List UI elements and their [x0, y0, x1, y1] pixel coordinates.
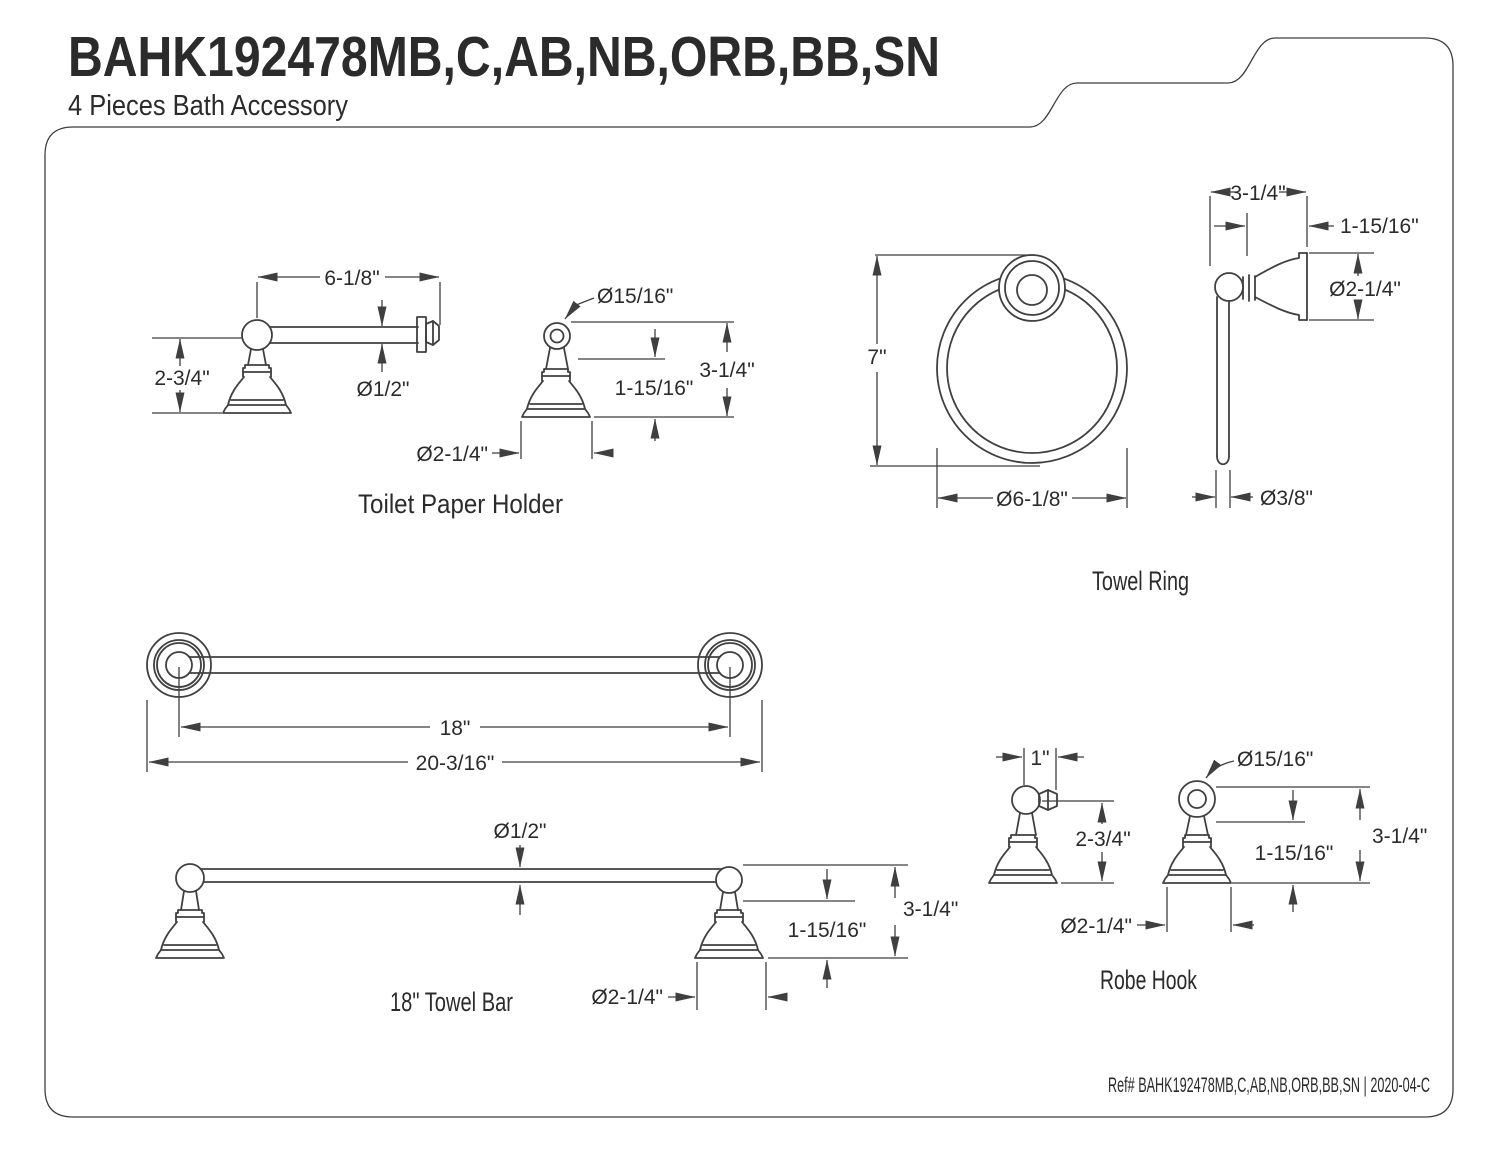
robe-hook-post-mid-dim: 1-15/16"	[1255, 842, 1334, 865]
page-subtitle: 4 Pieces Bath Accessory	[68, 90, 348, 122]
robe-hook-post-height-dim: 3-1/4"	[1372, 825, 1427, 848]
tp-bar-length-dim: 6-1/8"	[324, 267, 379, 290]
towel-bar-top-view: 18" 20-3/16"	[146, 632, 763, 775]
towel-bar-overall-dim: 20-3/16"	[416, 752, 495, 775]
towel-ring-front-view: 7" Ø6-1/8" Towel Ring	[867, 254, 1189, 596]
footer-reference: Ref# BAHK192478MB,C,AB,NB,ORB,BB,SN | 20…	[1108, 1074, 1430, 1097]
robe-hook-front-view: Ø15/16" 3-1/4" 1-15/16" Ø2-1/4" Robe Hoo…	[1060, 748, 1427, 995]
towel-bar-base-dim: Ø2-1/4"	[591, 986, 663, 1009]
toilet-paper-holder-caption: Toilet Paper Holder	[358, 489, 563, 519]
tp-base-diameter-dim: Ø2-1/4"	[416, 443, 488, 466]
towel-bar-post-height-dim: 3-1/4"	[903, 898, 958, 921]
robe-hook-width-dim: 1"	[1030, 747, 1049, 770]
towel-ring-caption: Towel Ring	[1092, 566, 1189, 596]
towel-bar-post-mid-dim: 1-15/16"	[788, 919, 867, 942]
tp-height-dim: 2-3/4"	[154, 367, 209, 390]
tp-post-mid-dim: 1-15/16"	[615, 377, 694, 400]
towel-ring-base-dim: Ø2-1/4"	[1329, 278, 1401, 301]
towel-ring-wall-dim: 1-15/16"	[1340, 215, 1419, 238]
toilet-paper-holder-post-view: 3-1/4" 1-15/16" Ø15/16" Ø2-1/4"	[416, 285, 754, 466]
tp-post-hole-dim: Ø15/16"	[597, 285, 673, 308]
towel-bar-caption: 18" Towel Bar	[390, 987, 513, 1017]
tp-post-height-dim: 3-1/4"	[699, 359, 754, 382]
robe-hook-height-dim: 2-3/4"	[1075, 828, 1130, 851]
towel-ring-projection-dim: 3-1/4"	[1230, 182, 1285, 205]
sheet-border	[44, 37, 1454, 1118]
towel-ring-diameter-dim: Ø6-1/8"	[996, 488, 1068, 511]
robe-hook-base-dim: Ø2-1/4"	[1060, 915, 1132, 938]
towel-bar-diameter-dim: Ø1/2"	[494, 820, 547, 843]
page-title: BAHK192478MB,C,AB,NB,ORB,BB,SN	[68, 25, 940, 89]
robe-hook-hole-dim: Ø15/16"	[1237, 748, 1313, 771]
robe-hook-side-view: 1" 2-3/4"	[988, 747, 1131, 884]
towel-ring-side-view: 3-1/4" 1-15/16" Ø2-1/4" Ø3/8"	[1192, 182, 1419, 510]
tp-bar-diameter-dim: Ø1/2"	[357, 378, 410, 401]
towel-ring-tube-dim: Ø3/8"	[1260, 487, 1313, 510]
towel-bar-front-view: Ø1/2" 3-1/4" 1-15/16" Ø2-1/4" 18" Towel …	[155, 820, 958, 1017]
toilet-paper-holder-side-view: 6-1/8" 2-3/4" Ø1/2" Toilet Paper Holder	[152, 267, 563, 519]
towel-bar-cc-dim: 18"	[440, 717, 471, 740]
towel-ring-height-dim: 7"	[867, 346, 886, 369]
robe-hook-caption: Robe Hook	[1100, 965, 1197, 995]
